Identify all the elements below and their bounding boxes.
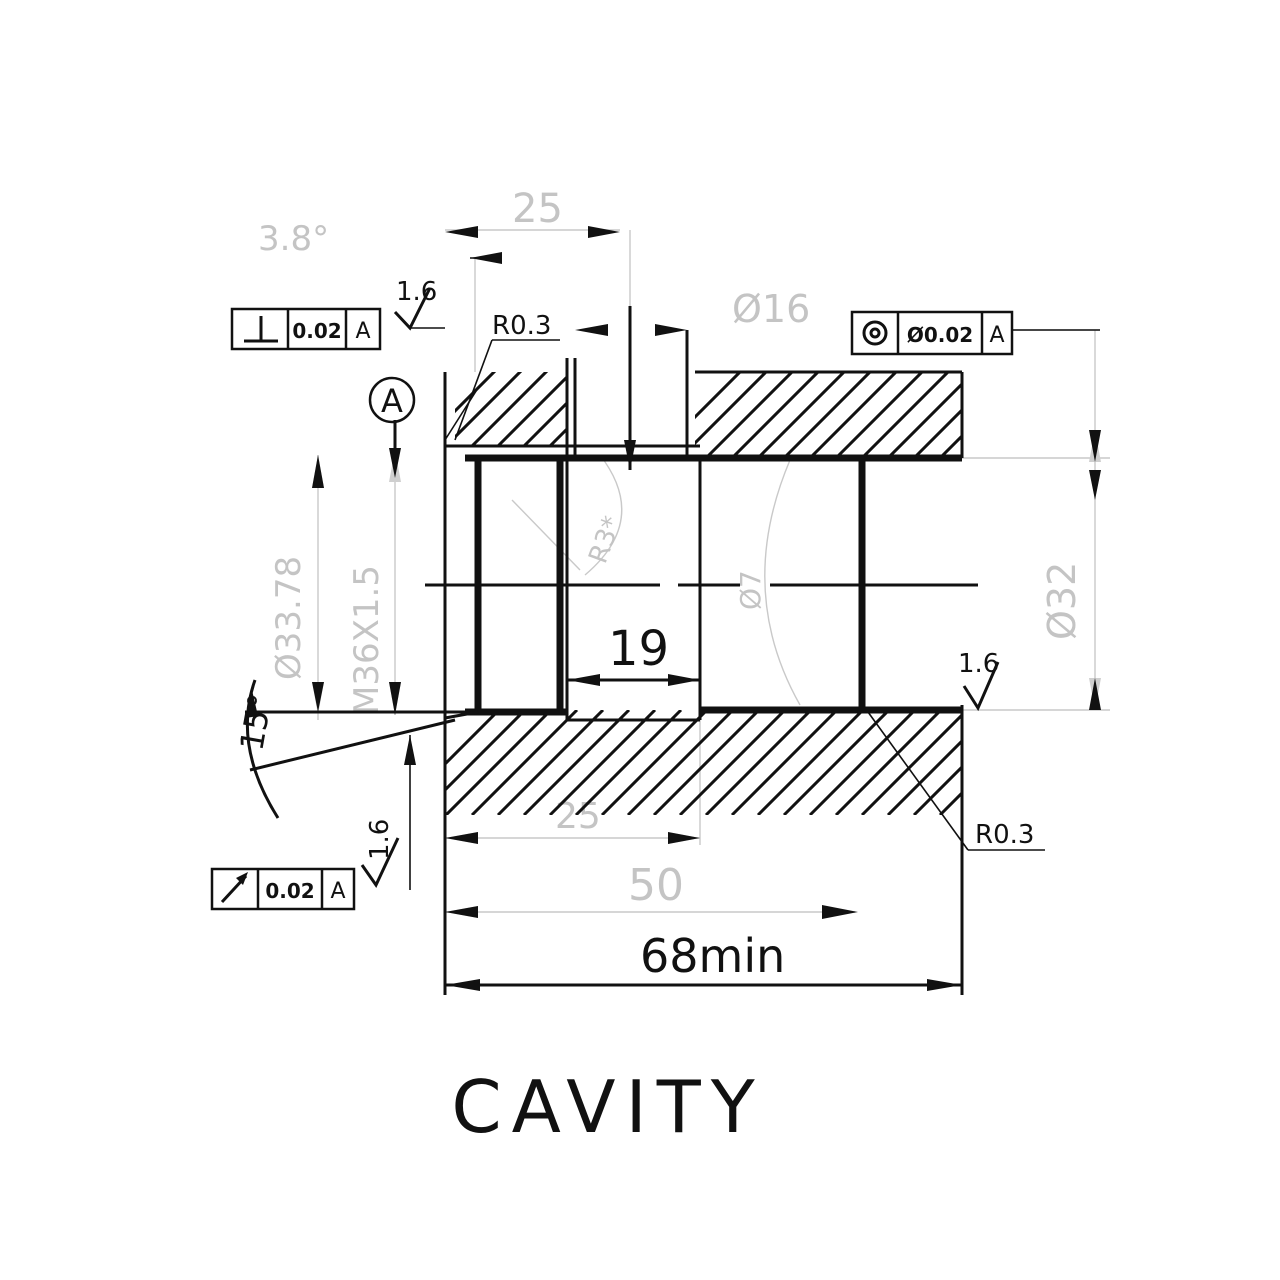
- dim-angle: 15°: [232, 691, 279, 753]
- tolerance-value-3: 0.02: [265, 879, 314, 903]
- tolerance-datum-3: A: [330, 879, 345, 904]
- tolerance-frame-concentricity: Ø0.02 A: [850, 310, 1014, 356]
- roughness-bottom-left-value: 1.6: [365, 819, 395, 860]
- dim-length-mid: 50: [628, 860, 684, 911]
- roughness-bottom-left: 1.6: [360, 819, 400, 888]
- hatch-bottom: [445, 710, 962, 815]
- cavity-outline: [245, 226, 1101, 995]
- datum-symbol: A: [368, 376, 416, 424]
- hatch-top-right: [695, 372, 962, 458]
- arc-label-1: R3*: [583, 512, 627, 567]
- hatch-top-left: [455, 372, 567, 446]
- dim-left-vertical-inner: M36X1.5: [347, 565, 387, 715]
- dim-right-vertical: Ø32: [1040, 562, 1084, 640]
- arc-label-2: Ø7: [734, 570, 767, 610]
- dim-top-width: 25: [512, 186, 563, 232]
- roughness-top-left-value: 1.6: [396, 277, 437, 307]
- dim-length-total: 68min: [640, 929, 785, 983]
- concentricity-icon: [862, 320, 888, 346]
- tolerance-frame-perpendicularity: 0.02 A: [230, 307, 382, 351]
- datum-label: A: [381, 382, 403, 420]
- dim-left-vertical-outer: Ø33.78: [269, 556, 309, 680]
- dim-top-center: Ø16: [732, 287, 810, 331]
- tolerance-datum-2: A: [989, 323, 1004, 348]
- roughness-right-value: 1.6: [958, 649, 999, 679]
- radius-bottom: R0.3: [975, 820, 1034, 850]
- roughness-right: 1.6: [958, 649, 1000, 712]
- tolerance-frame-runout: 0.02 A: [210, 867, 356, 911]
- dim-top-left-note: 3.8°: [258, 219, 329, 259]
- roughness-top-left: 1.6: [393, 277, 445, 331]
- radius-top: R0.3: [492, 311, 551, 341]
- tolerance-value-1: 0.02: [292, 319, 341, 343]
- tolerance-value-2: Ø0.02: [907, 323, 973, 347]
- drawing-title: CAVITY: [451, 1065, 764, 1149]
- tolerance-datum-1: A: [355, 319, 370, 344]
- dim-bore: 19: [608, 621, 669, 677]
